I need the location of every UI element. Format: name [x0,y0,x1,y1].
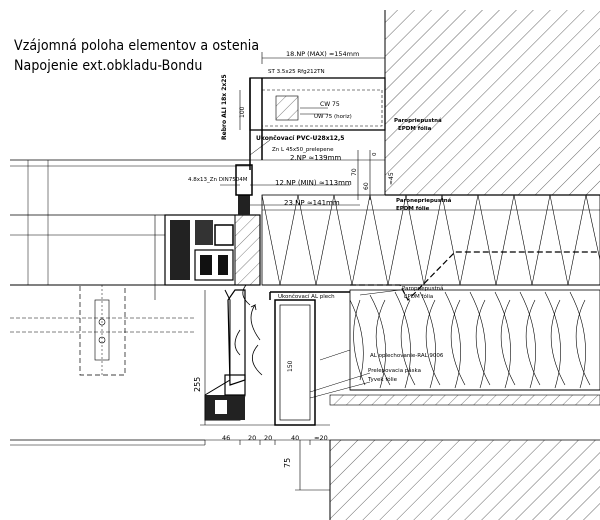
label-np-max: 18.NP (MAX) ≈154mm [286,50,359,58]
sill-profile [204,289,246,421]
label-prelep: Prelepovacia páska [368,367,421,374]
dim-45: ≈45 [388,172,395,185]
dim-40: 40 [291,434,299,442]
label-epdm-top: EPDM fólia [398,125,432,132]
label-zn-l: Zn L 45x50_prelepene [272,147,334,153]
cladding-lower [329,394,600,520]
label-rebro: Rebro ALI 18x 2x25 [221,74,228,140]
dimension-lines [200,52,386,491]
dim-75: 75 [283,458,292,468]
dim-20c: ≈20 [314,434,328,442]
insulation-upper [261,194,600,286]
label-al-plech: Ukončovací AL plech [278,293,335,300]
dim-255: 255 [193,377,202,392]
label-np23: 23.NP ≈141mm [284,199,340,207]
label-np2: 2.NP ≈139mm [290,154,341,162]
dim-46: 46 [222,434,230,442]
label-al-oplech: AL oplechovanie-RAL 9006 [370,353,444,359]
leader-lines [220,139,401,399]
label-tyvek: Tyvek fólie [367,376,398,383]
label-paroprieps-top: Paropriepustná [394,117,442,124]
dim-20b: 20 [264,434,272,442]
label-paroprieps-mid: Paropriepustná [402,285,443,292]
anchor-device [10,284,195,376]
label-cw75: CW 75 [320,101,340,108]
bracket-box [249,77,386,170]
label-st-screw: ST 3.5x25 Rfg212TN [268,69,325,75]
dim-100: 100 [239,106,246,118]
label-epdm-low: EPDM fólia [404,293,433,300]
dim-0: 0 [372,152,378,156]
label-pvc: Ukončovací PVC-U28x12,5 [256,135,344,142]
label-paronepriepust: Paronepriepustná [396,197,452,204]
label-epdm-mid: EPDM fólie [396,205,430,212]
label-np12: 12.NP (MIN) ≈113mm [275,179,352,187]
dim-20a: 20 [248,434,256,442]
title-line-1: Vzájomná poloha elementov a ostenia [14,38,260,54]
label-uw75: UW 75 (horiz) [314,114,352,120]
ventilation-arrows [234,284,263,376]
dim-70: 70 [351,168,358,176]
window-frame-profile [164,164,261,286]
membrane-line [350,251,600,302]
masonry-wall [384,10,600,196]
label-din: 4.8x13_Zn DIN7504M [188,177,248,183]
insulation-lower [349,289,600,391]
title-line-2: Napojenie ext.obkladu-Bondu [14,58,203,74]
dim-60: 60 [363,182,370,190]
dim-150: 150 [287,360,294,372]
